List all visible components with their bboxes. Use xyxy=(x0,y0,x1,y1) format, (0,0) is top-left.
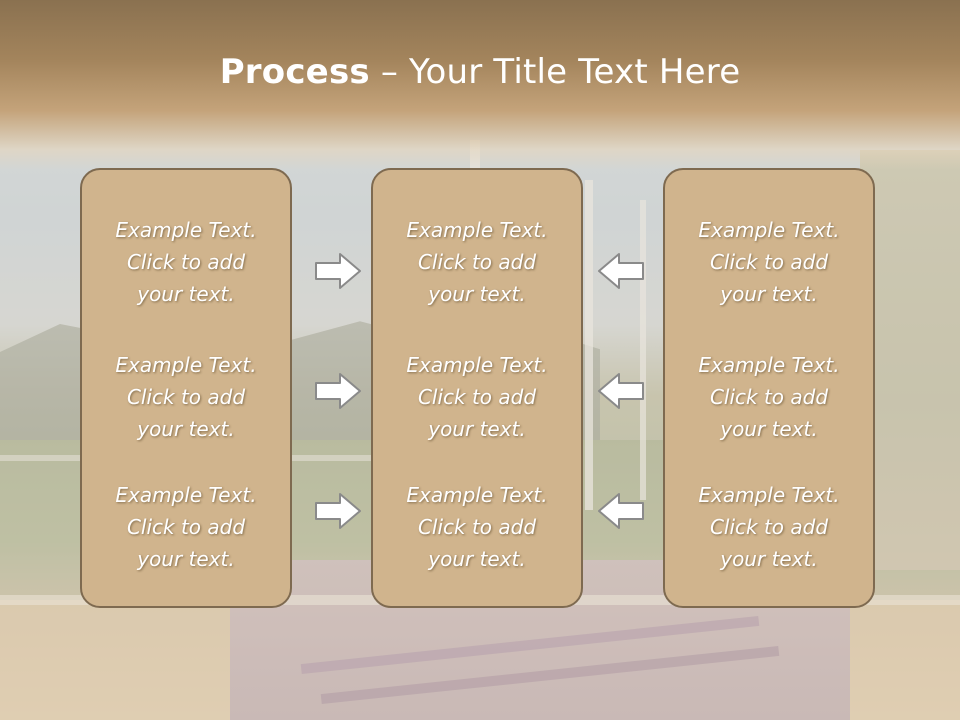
text-line: Example Text. xyxy=(115,218,257,242)
text-line: Click to add xyxy=(126,385,246,409)
window-frame xyxy=(585,180,593,510)
text-line: Click to add xyxy=(709,515,829,539)
text-line: your text. xyxy=(428,417,526,441)
text-placeholder[interactable]: Example Text. Click to add your text. xyxy=(373,349,581,445)
text-line: your text. xyxy=(720,417,818,441)
text-line: your text. xyxy=(137,282,235,306)
window-frame xyxy=(640,200,646,500)
text-line: your text. xyxy=(428,282,526,306)
text-line: your text. xyxy=(137,417,235,441)
text-line: your text. xyxy=(720,282,818,306)
text-placeholder[interactable]: Example Text. Click to add your text. xyxy=(665,214,873,310)
left-arrow-icon xyxy=(597,491,645,531)
text-line: Click to add xyxy=(417,250,537,274)
process-box-center[interactable]: Example Text. Click to add your text. Ex… xyxy=(371,168,583,608)
text-line: Example Text. xyxy=(406,353,548,377)
process-box-right[interactable]: Example Text. Click to add your text. Ex… xyxy=(663,168,875,608)
title-bold: Process xyxy=(219,52,370,92)
title-rest: – Your Title Text Here xyxy=(369,52,741,92)
right-arrow-icon xyxy=(314,491,362,531)
slide-title[interactable]: Process – Your Title Text Here xyxy=(0,52,960,92)
text-line: Example Text. xyxy=(698,218,840,242)
text-placeholder[interactable]: Example Text. Click to add your text. xyxy=(373,479,581,575)
text-line: Click to add xyxy=(126,250,246,274)
text-line: Click to add xyxy=(709,385,829,409)
background-right-wall xyxy=(860,150,960,570)
process-box-left[interactable]: Example Text. Click to add your text. Ex… xyxy=(80,168,292,608)
text-placeholder[interactable]: Example Text. Click to add your text. xyxy=(665,349,873,445)
text-line: Example Text. xyxy=(406,483,548,507)
text-placeholder[interactable]: Example Text. Click to add your text. xyxy=(82,214,290,310)
text-line: Click to add xyxy=(417,385,537,409)
right-arrow-icon xyxy=(314,371,362,411)
text-line: Click to add xyxy=(417,515,537,539)
text-line: Example Text. xyxy=(115,353,257,377)
text-line: Example Text. xyxy=(698,353,840,377)
text-line: your text. xyxy=(720,547,818,571)
text-placeholder[interactable]: Example Text. Click to add your text. xyxy=(665,479,873,575)
text-line: Click to add xyxy=(709,250,829,274)
title-band xyxy=(0,0,960,170)
left-arrow-icon xyxy=(597,251,645,291)
left-arrow-icon xyxy=(597,371,645,411)
text-line: your text. xyxy=(428,547,526,571)
text-line: Click to add xyxy=(126,515,246,539)
right-arrow-icon xyxy=(314,251,362,291)
text-line: your text. xyxy=(137,547,235,571)
text-placeholder[interactable]: Example Text. Click to add your text. xyxy=(373,214,581,310)
text-line: Example Text. xyxy=(698,483,840,507)
text-line: Example Text. xyxy=(406,218,548,242)
text-placeholder[interactable]: Example Text. Click to add your text. xyxy=(82,349,290,445)
text-placeholder[interactable]: Example Text. Click to add your text. xyxy=(82,479,290,575)
text-line: Example Text. xyxy=(115,483,257,507)
